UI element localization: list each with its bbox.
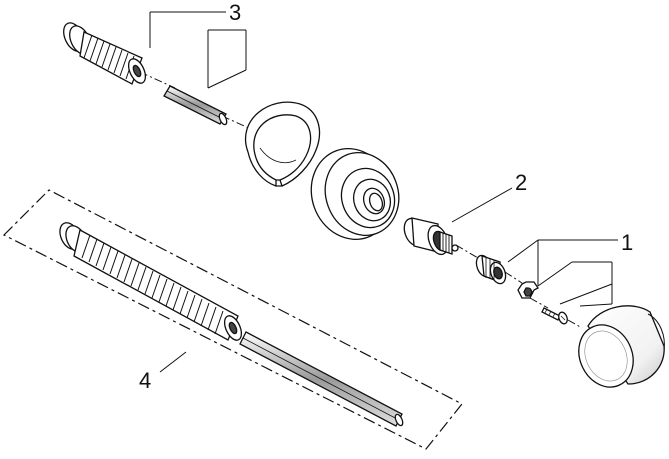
valve-adapter-cartridge — [403, 217, 459, 256]
callout-2-leader — [451, 187, 513, 223]
part-4-group-frame — [2, 189, 463, 450]
callout-3-leaders — [149, 11, 247, 89]
square-pin-short — [163, 85, 228, 126]
square-pin-long — [239, 331, 404, 427]
split-ring — [245, 101, 321, 187]
callout-number-3: 3 — [229, 0, 242, 25]
splined-adapter — [475, 254, 507, 285]
callout-number-2: 2 — [515, 170, 528, 195]
callout-number-4: 4 — [139, 368, 152, 393]
extension-spindle-short — [63, 22, 147, 85]
extension-spindle-long — [59, 222, 243, 341]
escutcheon-rosette — [310, 148, 400, 240]
hex-nut — [517, 281, 539, 299]
set-screw — [541, 307, 568, 325]
handle-cap — [578, 305, 665, 388]
callout-number-1: 1 — [621, 230, 634, 255]
callout-4-leader — [159, 351, 187, 373]
callout-1-leaders — [507, 239, 618, 307]
